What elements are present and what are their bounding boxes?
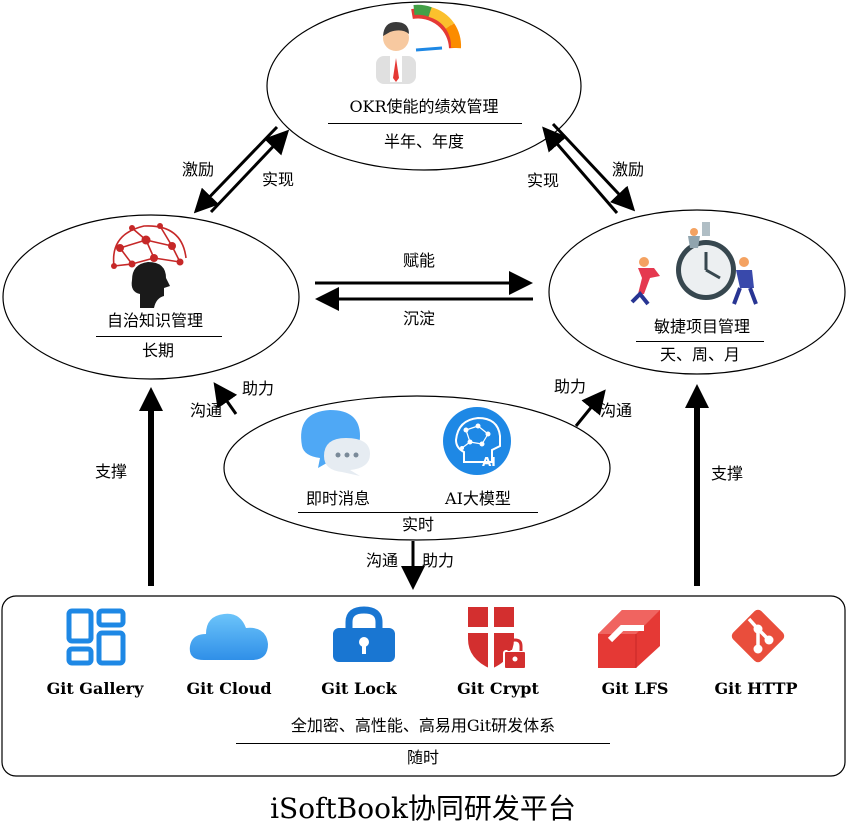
agile-period: 天、周、月 <box>659 345 741 364</box>
arrow-realize-right <box>542 126 619 214</box>
knowledge-divider <box>96 336 222 337</box>
tool-label-crypt: Git Crypt <box>457 679 539 698</box>
platform-divider <box>236 743 610 744</box>
platform-period: 随时 <box>406 748 440 767</box>
svg-text:AI: AI <box>482 455 496 469</box>
platform-tagline: 全加密、高性能、高易用Git研发体系 <box>290 716 556 735</box>
chat-bubbles-icon <box>301 410 370 476</box>
knowledge-title: 自治知识管理 <box>106 311 204 330</box>
realtime-period: 实时 <box>401 515 435 534</box>
cloud-icon <box>189 613 268 660</box>
label-comm-down: 沟通 <box>366 551 399 570</box>
label-motivate-left: 激励 <box>182 160 215 179</box>
arrow-help-left <box>213 382 238 415</box>
label-realize-right: 实现 <box>527 171 560 190</box>
lock-icon <box>333 606 395 662</box>
label-support-left: 支撑 <box>95 462 128 481</box>
ai-label: AI大模型 <box>445 489 511 508</box>
arrow-realize-left <box>209 129 290 214</box>
tool-label-gallery: Git Gallery <box>46 679 144 698</box>
ai-model-icon: AI <box>443 407 511 475</box>
arrow-help-right <box>574 389 606 427</box>
brain-network-icon <box>111 223 187 308</box>
okr-period: 半年、年度 <box>383 132 465 151</box>
label-realize-left: 实现 <box>262 170 295 189</box>
okr-ellipse <box>266 1 582 171</box>
label-help-down: 助力 <box>422 551 455 570</box>
page-title: iSoftBook协同研发平台 <box>270 792 576 825</box>
agile-divider <box>636 341 764 342</box>
label-comm-left: 沟通 <box>190 401 223 420</box>
okr-title: OKR使能的绩效管理 <box>349 97 499 116</box>
arrow-motivate-left <box>193 125 279 214</box>
agile-clock-icon <box>630 222 758 306</box>
okr-performance-icon <box>376 4 462 84</box>
label-comm-right: 沟通 <box>600 401 633 420</box>
tool-label-lock: Git Lock <box>321 679 397 698</box>
knowledge-period: 长期 <box>141 341 175 360</box>
arrow-motivate-right <box>551 122 636 212</box>
crypt-shield-icon <box>468 607 527 670</box>
lfs-icon <box>598 610 660 668</box>
label-help-left: 助力 <box>242 379 275 398</box>
im-label: 即时消息 <box>305 489 371 508</box>
okr-divider <box>328 123 522 124</box>
label-support-right: 支撑 <box>711 464 744 483</box>
gallery-grid-icon <box>66 608 126 666</box>
git-diamond-icon <box>731 609 785 663</box>
agile-title: 敏捷项目管理 <box>653 317 751 336</box>
tool-label-lfs: Git LFS <box>601 679 669 698</box>
realtime-divider <box>298 512 538 513</box>
label-motivate-right: 激励 <box>612 160 645 179</box>
tool-label-cloud: Git Cloud <box>186 679 272 698</box>
label-empower: 赋能 <box>403 251 436 270</box>
label-settle: 沉淀 <box>403 309 436 328</box>
label-help-right: 助力 <box>554 377 587 396</box>
tool-label-http: Git HTTP <box>714 679 798 698</box>
